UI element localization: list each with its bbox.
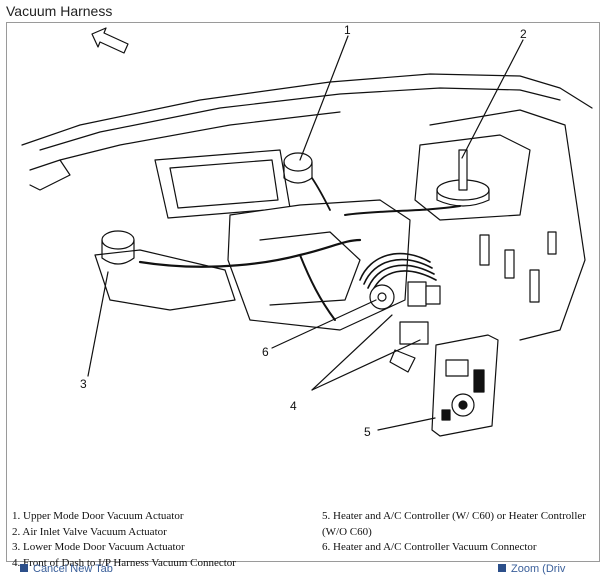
air-inlet-actuator (414, 134, 531, 221)
heater-case (227, 199, 411, 331)
footer-bar: Cancel New Tab Zoom (Driv (0, 563, 607, 576)
controller-vacuum-connector (369, 284, 395, 310)
legend-left: 1. Upper Mode Door Vacuum Actuator 2. Ai… (12, 509, 302, 571)
page-title: Vacuum Harness (6, 3, 113, 19)
callout-4: 4 (290, 399, 297, 413)
legend-item: 5. Heater and A/C Controller (W/ C60) or… (322, 510, 586, 538)
upper-mode-actuator (283, 152, 313, 184)
legend-item: 2. Air Inlet Valve Vacuum Actuator (12, 525, 167, 538)
dash-top-panel (21, 73, 593, 146)
legend-right: 5. Heater and A/C Controller (W/ C60) or… (322, 509, 592, 556)
callout-3: 3 (80, 377, 87, 391)
dash-harness-connector (389, 281, 441, 373)
legend-item: 6. Heater and A/C Controller Vacuum Conn… (322, 541, 537, 553)
heater-ac-controller (431, 334, 499, 437)
legend-item: 1. Upper Mode Door Vacuum Actuator (12, 510, 184, 522)
zoom-link[interactable]: Zoom (Driv (498, 563, 565, 575)
front-arrow-icon (91, 27, 129, 54)
callout-1: 1 (344, 23, 351, 37)
tab-icon (20, 564, 28, 572)
callout-2: 2 (520, 27, 527, 41)
callout-6: 6 (262, 345, 269, 359)
open-new-tab-link[interactable]: Cancel New Tab (20, 563, 113, 575)
callout-5: 5 (364, 425, 371, 439)
vacuum-hose-main (138, 238, 362, 268)
zoom-icon (498, 564, 506, 572)
legend-item: 4. Front of Dash to I/P Harness Vacuum C… (12, 556, 236, 569)
legend-item: 3. Lower Mode Door Vacuum Actuator (12, 541, 185, 553)
lower-mode-actuator (101, 230, 135, 265)
